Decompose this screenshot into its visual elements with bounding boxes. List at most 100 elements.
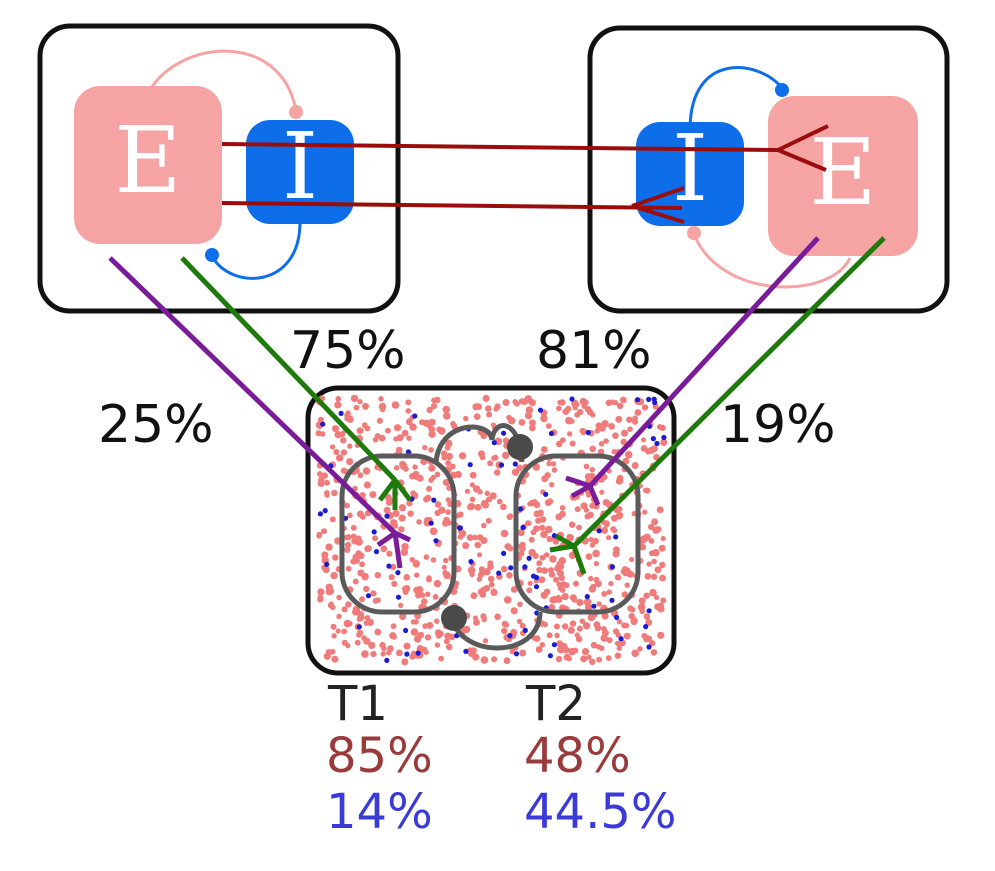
projections xyxy=(108,236,886,575)
excitatory-dot xyxy=(568,647,576,656)
excitatory-dot xyxy=(412,629,419,636)
excitatory-dot xyxy=(426,406,433,414)
excitatory-dot xyxy=(615,415,623,423)
excitatory-dot xyxy=(350,558,357,565)
inhibitory-dot xyxy=(468,559,474,565)
excitatory-dot xyxy=(423,496,430,503)
excitatory-dot xyxy=(648,640,656,647)
excitatory-dot xyxy=(648,538,655,544)
inhibitory-dot xyxy=(609,564,616,570)
excitatory-dot xyxy=(646,561,652,567)
excitatory-dot xyxy=(519,622,526,629)
excitatory-dot xyxy=(650,573,658,580)
excitatory-dot xyxy=(510,607,518,615)
excitatory-dot xyxy=(454,470,462,479)
excitatory-dot xyxy=(638,597,646,605)
excitatory-dot xyxy=(518,550,525,557)
inhibitory-dot xyxy=(467,462,473,468)
target-top-connector xyxy=(433,423,525,463)
excitatory-dot xyxy=(547,498,554,505)
excitatory-dot xyxy=(357,399,363,405)
excitatory-dot xyxy=(430,403,438,410)
excitatory-dot xyxy=(426,575,432,581)
excitatory-dot xyxy=(391,634,397,640)
excitatory-dot xyxy=(601,612,609,620)
excitatory-dot xyxy=(562,408,570,415)
excitatory-dot xyxy=(631,462,639,469)
excitatory-dot xyxy=(434,629,442,637)
excitatory-dot xyxy=(403,642,411,650)
inhibitory-dot xyxy=(522,627,528,634)
excitatory-dot xyxy=(590,412,596,418)
excitatory-dot xyxy=(576,524,582,531)
excitatory-dot xyxy=(477,572,484,579)
excitatory-dot xyxy=(331,633,337,639)
excitatory-dot xyxy=(548,603,556,611)
excitatory-dot xyxy=(488,581,495,588)
excitatory-dot xyxy=(648,550,655,557)
excitatory-dot xyxy=(659,574,666,582)
excitatory-dot xyxy=(429,527,438,536)
excitatory-dot xyxy=(555,440,563,448)
excitatory-dot xyxy=(441,564,447,570)
excitatory-dot xyxy=(358,611,364,618)
excitatory-dot xyxy=(423,649,429,655)
excitatory-dot xyxy=(345,565,352,572)
projection-left-green xyxy=(180,256,397,482)
inhibitory-dot xyxy=(403,627,409,634)
excitatory-dot xyxy=(549,482,555,488)
excitatory-dot xyxy=(563,582,570,589)
excitatory-dot xyxy=(325,543,333,551)
inhibitory-dot xyxy=(405,449,411,455)
excitatory-dot xyxy=(380,545,388,553)
excitatory-dot xyxy=(654,566,662,574)
excitatory-dot xyxy=(434,501,442,508)
excitatory-dot xyxy=(472,653,480,661)
excitatory-dot xyxy=(624,451,633,459)
target-t1-legend: T1 85% 14% xyxy=(326,676,433,840)
excitatory-dot xyxy=(616,645,622,651)
inhibitory-dot xyxy=(512,461,518,467)
excitatory-dot xyxy=(500,565,508,573)
inhibitory-dot xyxy=(584,594,590,600)
axon-right-to-left xyxy=(221,201,683,210)
excitatory-dot xyxy=(536,510,544,517)
excitatory-dot xyxy=(442,519,449,527)
excitatory-dot xyxy=(545,423,552,429)
excitatory-dot xyxy=(559,505,566,511)
inhibitory-dot xyxy=(373,549,380,555)
target-region xyxy=(305,385,677,676)
inhibitory-dot xyxy=(491,440,497,446)
excitatory-dot xyxy=(606,637,613,644)
excitatory-dot xyxy=(593,561,600,567)
excitatory-dot xyxy=(329,444,336,450)
excitatory-dot xyxy=(386,550,393,557)
excitatory-dot xyxy=(432,594,439,600)
excitatory-dot xyxy=(588,575,594,582)
excitatory-dot xyxy=(620,438,627,446)
excitatory-dot xyxy=(362,467,371,475)
excitatory-dot xyxy=(630,618,638,626)
excitatory-dot xyxy=(660,597,667,604)
excitatory-dot xyxy=(399,613,407,621)
excitatory-dot xyxy=(317,416,324,423)
excitatory-dot xyxy=(472,615,479,621)
excitatory-dot xyxy=(403,574,411,581)
excitatory-dot xyxy=(370,590,377,597)
excitatory-dot xyxy=(569,521,576,528)
excitatory-dot xyxy=(511,468,520,476)
excitatory-dot xyxy=(626,416,633,423)
excitatory-dot xyxy=(632,418,639,425)
excitatory-dot xyxy=(347,512,353,519)
excitatory-dot xyxy=(493,406,499,412)
excitatory-dot xyxy=(556,405,562,412)
excitatory-dot xyxy=(407,510,414,517)
target-t1-red-value: 85% xyxy=(326,728,433,784)
excitatory-dot xyxy=(574,506,581,513)
excitatory-dot xyxy=(501,627,508,635)
excitatory-dot xyxy=(434,618,440,624)
excitatory-dot xyxy=(389,563,397,571)
excitatory-dot xyxy=(340,437,347,444)
excitatory-dot xyxy=(391,401,400,409)
excitatory-dot xyxy=(324,479,330,486)
